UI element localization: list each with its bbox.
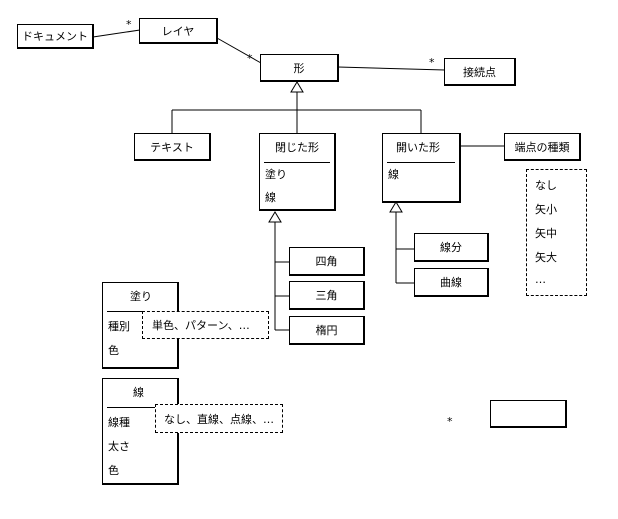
closed-shape-attr-line: 線 — [265, 191, 276, 204]
layer-label: レイヤ — [161, 24, 195, 38]
multiplicity-doc-layer: * — [126, 18, 132, 31]
line-segment-box: 線分 — [414, 233, 489, 262]
square-label: 四角 — [315, 255, 338, 268]
endpoint-value: 矢小 — [535, 203, 557, 216]
endpoint-type-label: 端点の種類 — [514, 140, 570, 154]
open-shape-title: 開いた形 — [396, 141, 440, 154]
layer-box: レイヤ — [139, 18, 218, 44]
closed-shape-title: 閉じた形 — [275, 141, 319, 154]
endpoint-values-note: なし 矢小 矢中 矢大 … — [526, 169, 587, 296]
connection-point-label: 接続点 — [463, 65, 496, 79]
endpoint-value: 矢中 — [535, 227, 557, 240]
line-kind-note: なし、直線、点線、… — [155, 404, 283, 433]
open-shape-divider — [387, 162, 455, 163]
fill-attr-color: 色 — [108, 344, 119, 357]
line-attr-thickness: 太さ — [108, 440, 130, 453]
fill-kind-values: 単色、パターン、… — [152, 319, 250, 332]
shape-box: 形 — [260, 54, 339, 82]
curve-box: 曲線 — [414, 268, 489, 297]
document-label: ドキュメント — [22, 30, 88, 43]
triangle-label: 三角 — [315, 289, 338, 302]
endpoint-value: 矢大 — [535, 251, 557, 264]
open-shape-box: 開いた形 線 — [382, 133, 461, 203]
open-shape-attr-line: 線 — [388, 168, 399, 181]
multiplicity-stray: * — [447, 415, 453, 428]
fill-kind-note: 単色、パターン、… — [142, 311, 269, 339]
endpoint-value: … — [535, 273, 546, 286]
line-attr-kind: 線種 — [108, 416, 130, 429]
ellipse-label: 楕円 — [315, 324, 338, 337]
text-label: テキスト — [150, 140, 194, 154]
curve-label: 曲線 — [440, 276, 462, 289]
endpoint-type-box: 端点の種類 — [504, 133, 581, 161]
line-attr-color: 色 — [108, 464, 119, 477]
closed-shape-divider — [264, 162, 330, 163]
shape-label: 形 — [293, 61, 305, 75]
line-divider — [107, 407, 173, 408]
line-title: 線 — [133, 386, 144, 399]
closed-shape-attr-fill: 塗り — [265, 168, 287, 181]
triangle-box: 三角 — [289, 281, 365, 310]
endpoint-value: なし — [535, 179, 557, 192]
text-box: テキスト — [134, 133, 211, 161]
line-segment-label: 線分 — [440, 241, 462, 254]
fill-title: 塗り — [130, 290, 152, 303]
closed-shape-box: 閉じた形 塗り 線 — [259, 133, 336, 211]
multiplicity-shape-connection: * — [429, 56, 435, 69]
empty-box — [490, 400, 567, 428]
line-kind-values: なし、直線、点線、… — [164, 413, 274, 426]
fill-divider — [107, 311, 173, 312]
multiplicity-layer-shape: * — [247, 52, 253, 65]
document-box: ドキュメント — [17, 24, 94, 49]
ellipse-box: 楕円 — [289, 316, 365, 345]
connection-point-box: 接続点 — [444, 58, 516, 86]
fill-attr-kind: 種別 — [108, 320, 130, 333]
square-box: 四角 — [289, 247, 365, 276]
